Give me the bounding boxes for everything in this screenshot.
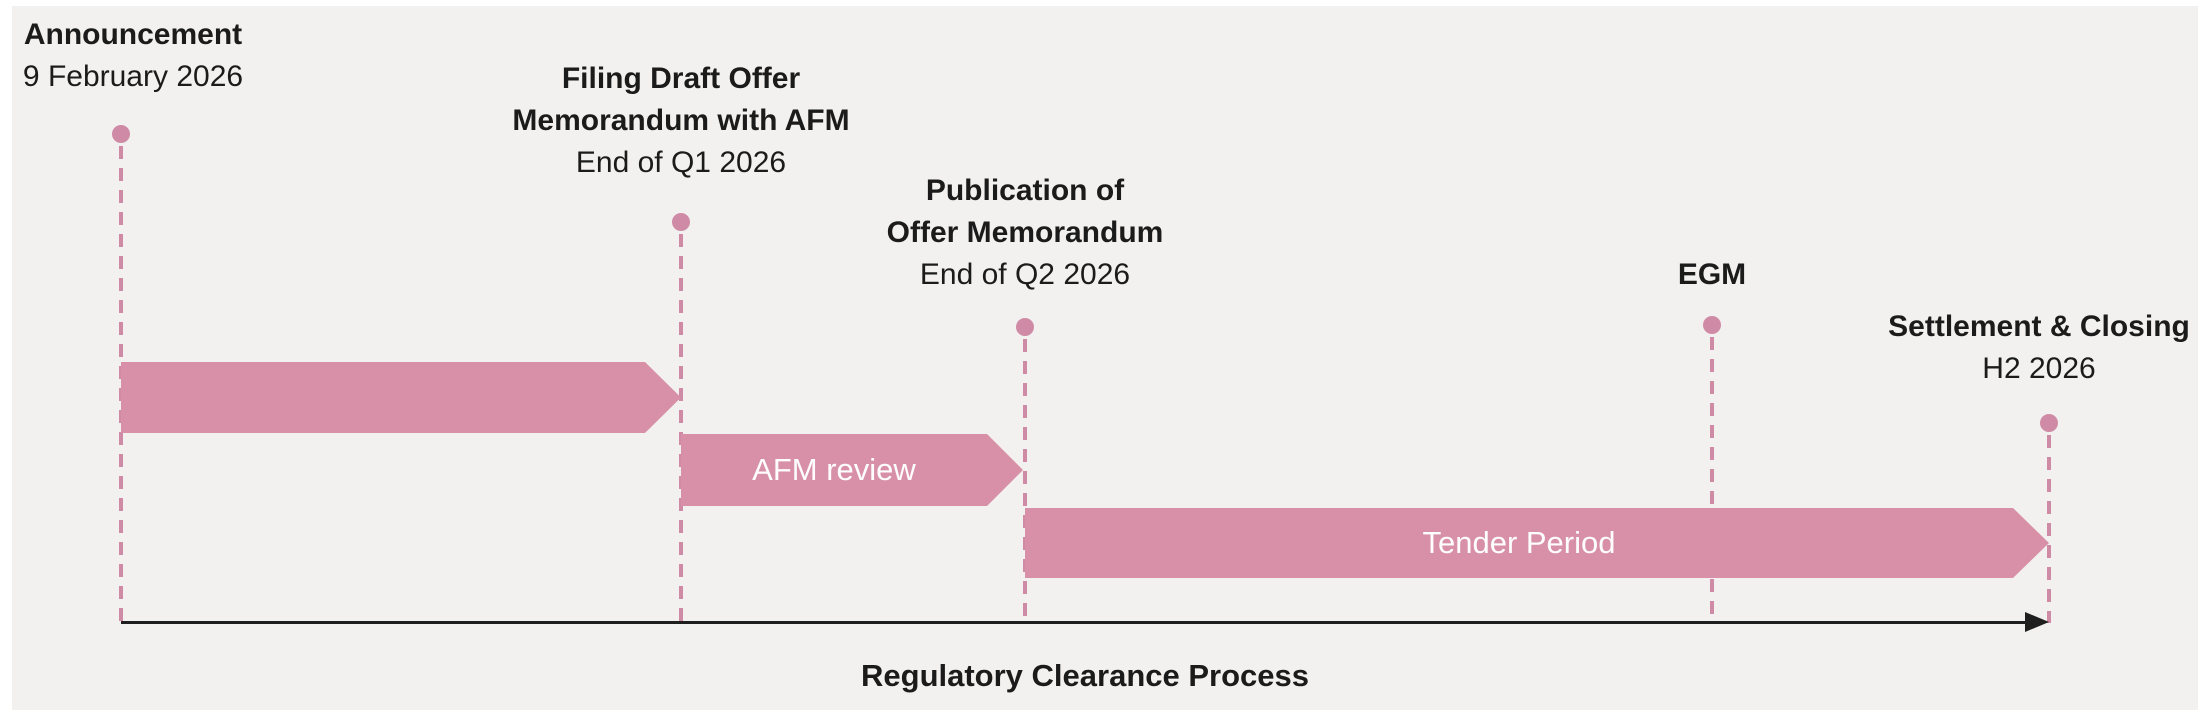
timeline-axis-title: Regulatory Clearance Process [861,658,1309,693]
milestone-title: Memorandum with AFM [512,104,850,137]
milestone-leader-line-filing [679,234,683,623]
milestone-leader-line-publication [1023,339,1027,623]
milestone-title: Announcement [23,18,243,51]
milestone-dot-egm [1703,316,1721,334]
milestone-dot-publication [1016,318,1034,336]
milestone-date: End of Q2 2026 [919,258,1131,291]
milestone-leader-line-egm [1710,337,1714,623]
milestone-date: End of Q1 2026 [575,146,787,179]
milestone-dot-settlement [2040,414,2058,432]
milestone-title: Filing Draft Offer [561,62,801,95]
process-bar-afm-review: AFM review [681,434,1023,506]
milestone-label-settlement: Settlement & Closing H2 2026 [1858,306,2198,390]
process-bar-tender-period: Tender Period [1025,508,2049,578]
milestone-title: Offer Memorandum [886,216,1164,249]
milestone-title: Publication of [925,174,1125,207]
milestone-dot-announcement [112,125,130,143]
background-panel [12,6,2198,710]
milestone-title: Settlement & Closing [1888,310,2190,343]
milestone-date: H2 2026 [1982,352,2096,385]
process-bar-label: Tender Period [1422,525,1616,560]
milestone-label-filing: Filing Draft Offer Memorandum with AFM E… [471,58,891,184]
milestone-date: 9 February 2026 [22,60,244,93]
milestone-label-publication: Publication of Offer Memorandum End of Q… [845,170,1205,296]
process-bar-announcement-to-filing [121,362,681,433]
timeline-axis-line [121,621,2033,624]
milestone-label-announcement: Announcement 9 February 2026 [0,14,266,98]
milestone-label-egm: EGM [1612,254,1812,296]
milestone-dot-filing [672,213,690,231]
milestone-title: EGM [1677,258,1747,291]
timeline-axis-arrowhead-icon [2025,612,2049,632]
process-bar-label: AFM review [752,452,916,487]
milestone-leader-line-settlement [2047,435,2051,623]
